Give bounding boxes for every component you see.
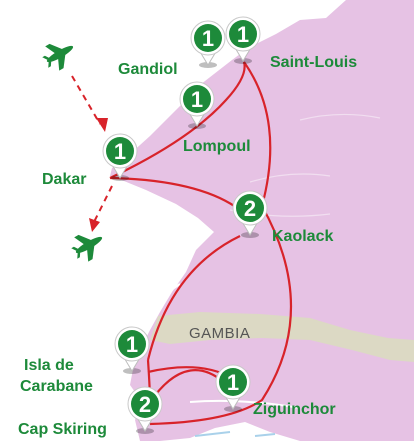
place-label-gandiol: Gandiol <box>118 61 178 78</box>
pin-disc <box>183 85 211 113</box>
map-pin-ziguinchor[interactable]: 1 <box>215 364 251 412</box>
place-label-dakar: Dakar <box>42 171 87 188</box>
arrival-flight-path <box>71 75 101 125</box>
coast-detail <box>167 251 187 293</box>
airplane-icon <box>71 234 103 262</box>
pin-stop-count: 2 <box>139 392 151 417</box>
place-label-ziguinchor: Ziguinchor <box>253 401 336 418</box>
pin-stop-count: 1 <box>114 139 126 164</box>
departure-arrow-icon <box>89 218 100 232</box>
arrival-arrow-icon <box>96 118 108 132</box>
country-label-gambia: GAMBIA <box>189 325 251 342</box>
place-label-saint-louis: Saint-Louis <box>270 54 358 71</box>
route-kaolack-carabane <box>146 235 241 361</box>
pin-stop-count: 1 <box>237 22 249 47</box>
place-label-lompoul: Lompoul <box>183 138 251 155</box>
place-label-isla-de-carabane-line1: Isla de <box>24 357 74 374</box>
map-pin-gandiol[interactable]: 1 <box>190 20 226 68</box>
pin-disc <box>118 330 146 358</box>
sea-marks <box>194 431 276 437</box>
pin-stop-count: 1 <box>126 332 138 357</box>
place-label-cap-skiring: Cap Skiring <box>18 421 107 438</box>
pin-disc <box>194 24 222 52</box>
place-label-kaolack: Kaolack <box>272 228 334 245</box>
route-kaolack-south <box>149 205 292 426</box>
map-pin-cap-skiring[interactable]: 2 <box>127 386 163 434</box>
pin-disc <box>131 390 159 418</box>
place-label-isla-de-carabane-line2: Carabane <box>20 378 93 395</box>
map-pin-saint-louis[interactable]: 1 <box>225 16 261 64</box>
route-dakar-kaolack <box>109 176 241 211</box>
departure-flight-path <box>93 185 113 223</box>
gambia-country <box>150 312 414 362</box>
route-saint-louis-kaolack <box>243 61 272 207</box>
map-pin-kaolack[interactable]: 2 <box>232 190 268 238</box>
map-pin-dakar[interactable]: 1 <box>102 133 138 181</box>
pin-disc <box>236 194 264 222</box>
flight-paths <box>71 75 113 223</box>
pin-disc <box>219 368 247 396</box>
pin-stop-count: 1 <box>227 370 239 395</box>
pin-stop-count: 1 <box>202 26 214 51</box>
pin-disc <box>229 20 257 48</box>
casamance-river <box>189 399 301 409</box>
airplane-icon <box>42 43 74 71</box>
map-pin-lompoul[interactable]: 1 <box>179 81 215 129</box>
pin-disc <box>106 137 134 165</box>
map-pin-isla-de-carabane[interactable]: 1 <box>114 326 150 374</box>
route-dakar-saint-louis <box>109 61 246 179</box>
pin-stop-count: 2 <box>244 196 256 221</box>
pin-stop-count: 1 <box>191 87 203 112</box>
